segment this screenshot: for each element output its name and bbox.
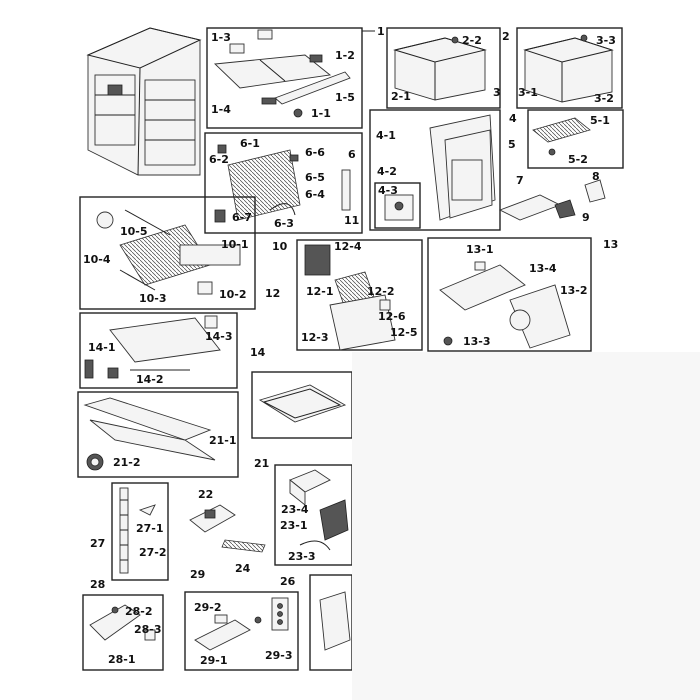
label-1-1: 1-1 — [311, 107, 331, 120]
label-1: 1 — [377, 25, 385, 38]
label-6-4: 6-4 — [305, 188, 325, 201]
label-27-1: 27-1 — [136, 522, 164, 535]
group-10: 10 10-5 10-4 10-3 10-1 10-2 — [79, 196, 288, 310]
label-3-1: 3-1 — [518, 86, 538, 99]
group-12: 12 12-4 12-1 12-2 12-6 12-5 12-3 — [265, 239, 423, 351]
label-13-3: 13-3 — [463, 335, 491, 348]
label-12-1: 12-1 — [306, 285, 334, 298]
label-5-2: 5-2 — [568, 153, 588, 166]
label-13-1: 13-1 — [466, 243, 494, 256]
group-29: 29 29-2 29-1 29-3 — [184, 568, 299, 671]
label-4: 4 — [509, 112, 517, 125]
label-3: 3 — [493, 86, 501, 99]
label-11: 11 — [344, 214, 359, 227]
group-1: 1 1-3 1-2 1-4 1-1 1-5 — [206, 25, 385, 129]
label-10-4: 10-4 — [83, 253, 111, 266]
label-29-3: 29-3 — [265, 649, 293, 662]
label-9: 9 — [582, 211, 590, 224]
refrigerator-cabinet — [86, 27, 202, 176]
label-6: 6 — [348, 148, 356, 161]
group-23: 23-4 23-1 23-3 — [274, 464, 353, 566]
label-12-5: 12-5 — [390, 326, 418, 339]
label-14: 14 — [250, 346, 266, 359]
label-23-4: 23-4 — [281, 503, 309, 516]
label-6-2: 6-2 — [209, 153, 229, 166]
label-14-3: 14-3 — [205, 330, 233, 343]
label-23-3: 23-3 — [288, 550, 316, 563]
label-1-4: 1-4 — [211, 103, 231, 116]
label-3-2: 3-2 — [594, 92, 614, 105]
label-27: 27 — [90, 537, 105, 550]
label-12-4: 12-4 — [334, 240, 362, 253]
label-23-1: 23-1 — [280, 519, 308, 532]
blank-region — [352, 352, 700, 700]
label-7: 7 — [516, 174, 524, 187]
group-22-24: 22 24 — [189, 488, 266, 575]
label-13-4: 13-4 — [529, 262, 557, 275]
label-4-2: 4-2 — [377, 165, 397, 178]
label-3-3: 3-3 — [596, 34, 616, 47]
group-21: 21 21-1 21-2 — [77, 391, 269, 478]
label-5: 5 — [508, 138, 516, 151]
tray-group — [251, 371, 353, 439]
label-29-1: 29-1 — [200, 654, 228, 667]
label-13-2: 13-2 — [560, 284, 588, 297]
label-12: 12 — [265, 287, 280, 300]
group-3: 3 3-3 3-1 3-2 — [493, 27, 623, 109]
label-14-2: 14-2 — [136, 373, 164, 386]
label-6-5: 6-5 — [305, 171, 325, 184]
label-28-1: 28-1 — [108, 653, 136, 666]
group-14: 14 14-3 14-1 14-2 — [79, 312, 266, 389]
label-1-2: 1-2 — [335, 49, 355, 62]
label-5-1: 5-1 — [590, 114, 610, 127]
label-1-3: 1-3 — [211, 31, 231, 44]
label-1-5: 1-5 — [335, 91, 355, 104]
group-2: 2 2-2 2-1 — [386, 27, 510, 109]
label-2-1: 2-1 — [391, 90, 411, 103]
label-21: 21 — [254, 457, 269, 470]
label-2: 2 — [502, 30, 510, 43]
label-29-2: 29-2 — [194, 601, 222, 614]
label-28-3: 28-3 — [134, 623, 162, 636]
group-6: 6 6-1 6-2 6-6 6-5 6-4 6-7 6-3 — [204, 132, 363, 234]
label-27-2: 27-2 — [139, 546, 167, 559]
label-21-2: 21-2 — [113, 456, 141, 469]
label-28-2: 28-2 — [125, 605, 153, 618]
label-2-2: 2-2 — [462, 34, 482, 47]
label-4-3: 4-3 — [378, 184, 398, 197]
group-7-8-9-11: 7 8 9 11 — [341, 169, 606, 227]
label-10-5: 10-5 — [120, 225, 148, 238]
label-10: 10 — [272, 240, 288, 253]
label-6-3: 6-3 — [274, 217, 294, 230]
label-10-3: 10-3 — [139, 292, 167, 305]
label-21-1: 21-1 — [209, 434, 237, 447]
label-12-6: 12-6 — [378, 310, 406, 323]
label-24: 24 — [235, 562, 251, 575]
group-5: 5 5-1 5-2 — [508, 109, 624, 169]
label-10-1: 10-1 — [221, 238, 249, 251]
label-12-3: 12-3 — [301, 331, 329, 344]
label-6-7: 6-7 — [232, 211, 252, 224]
label-13: 13 — [603, 238, 618, 251]
label-4-1: 4-1 — [376, 129, 396, 142]
label-10-2: 10-2 — [219, 288, 247, 301]
group-4: 4 4-1 4-2 4-3 — [369, 109, 517, 231]
label-6-6: 6-6 — [305, 146, 325, 159]
label-22: 22 — [198, 488, 213, 501]
group-13: 13 13-1 13-4 13-2 13-3 — [427, 237, 618, 352]
label-29: 29 — [190, 568, 205, 581]
label-12-2: 12-2 — [367, 285, 395, 298]
group-28: 28 28-2 28-3 28-1 — [82, 578, 164, 671]
label-8: 8 — [592, 170, 600, 183]
label-14-1: 14-1 — [88, 341, 116, 354]
group-27: 27 27-1 27-2 — [90, 482, 169, 581]
label-26: 26 — [280, 575, 296, 588]
label-28: 28 — [90, 578, 105, 591]
label-6-1: 6-1 — [240, 137, 260, 150]
